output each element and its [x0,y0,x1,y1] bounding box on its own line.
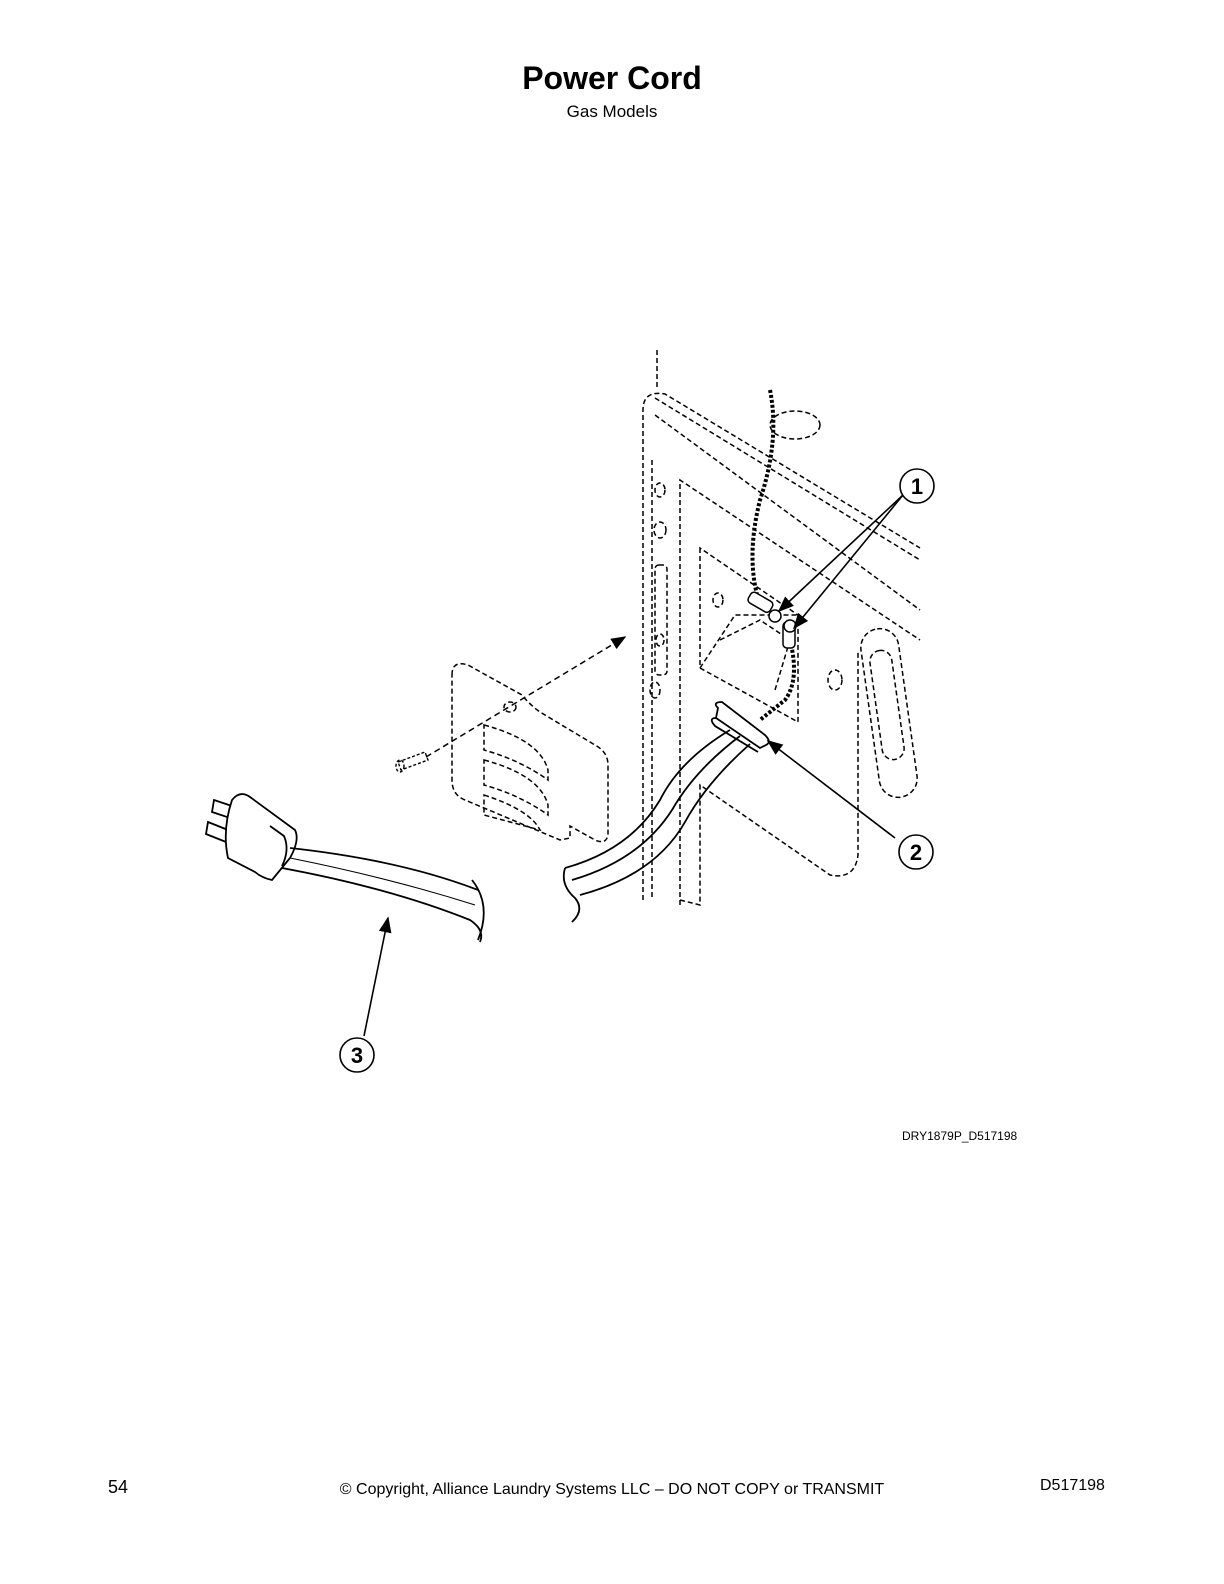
callout-3-label: 3 [351,1043,363,1068]
callout-1-label: 1 [911,474,923,499]
callout-2: 2 [898,834,934,870]
power-cord [562,701,770,923]
copyright-notice: © Copyright, Alliance Laundry Systems LL… [339,1481,885,1498]
page-number: 54 [108,1477,129,1497]
terminal-connectors [747,591,797,649]
callout-2-label: 2 [910,840,922,865]
document-number: D517198 [1040,1477,1105,1494]
page-subtitle: Gas Models [566,102,658,121]
callout-leaders [363,494,904,1037]
internal-wires [750,389,796,722]
callout-1: 1 [899,468,935,504]
leader-1a [777,494,904,613]
screw-icon [395,751,429,773]
page-title: Power Cord [522,60,702,96]
leader-2 [766,740,896,839]
cover-plate [425,636,627,843]
leader-3 [363,916,392,1037]
drawing-code: DRY1879P_D517198 [902,1129,1018,1143]
plug-cord [204,793,485,943]
callout-3: 3 [339,1037,375,1073]
leader-1b [792,494,904,630]
